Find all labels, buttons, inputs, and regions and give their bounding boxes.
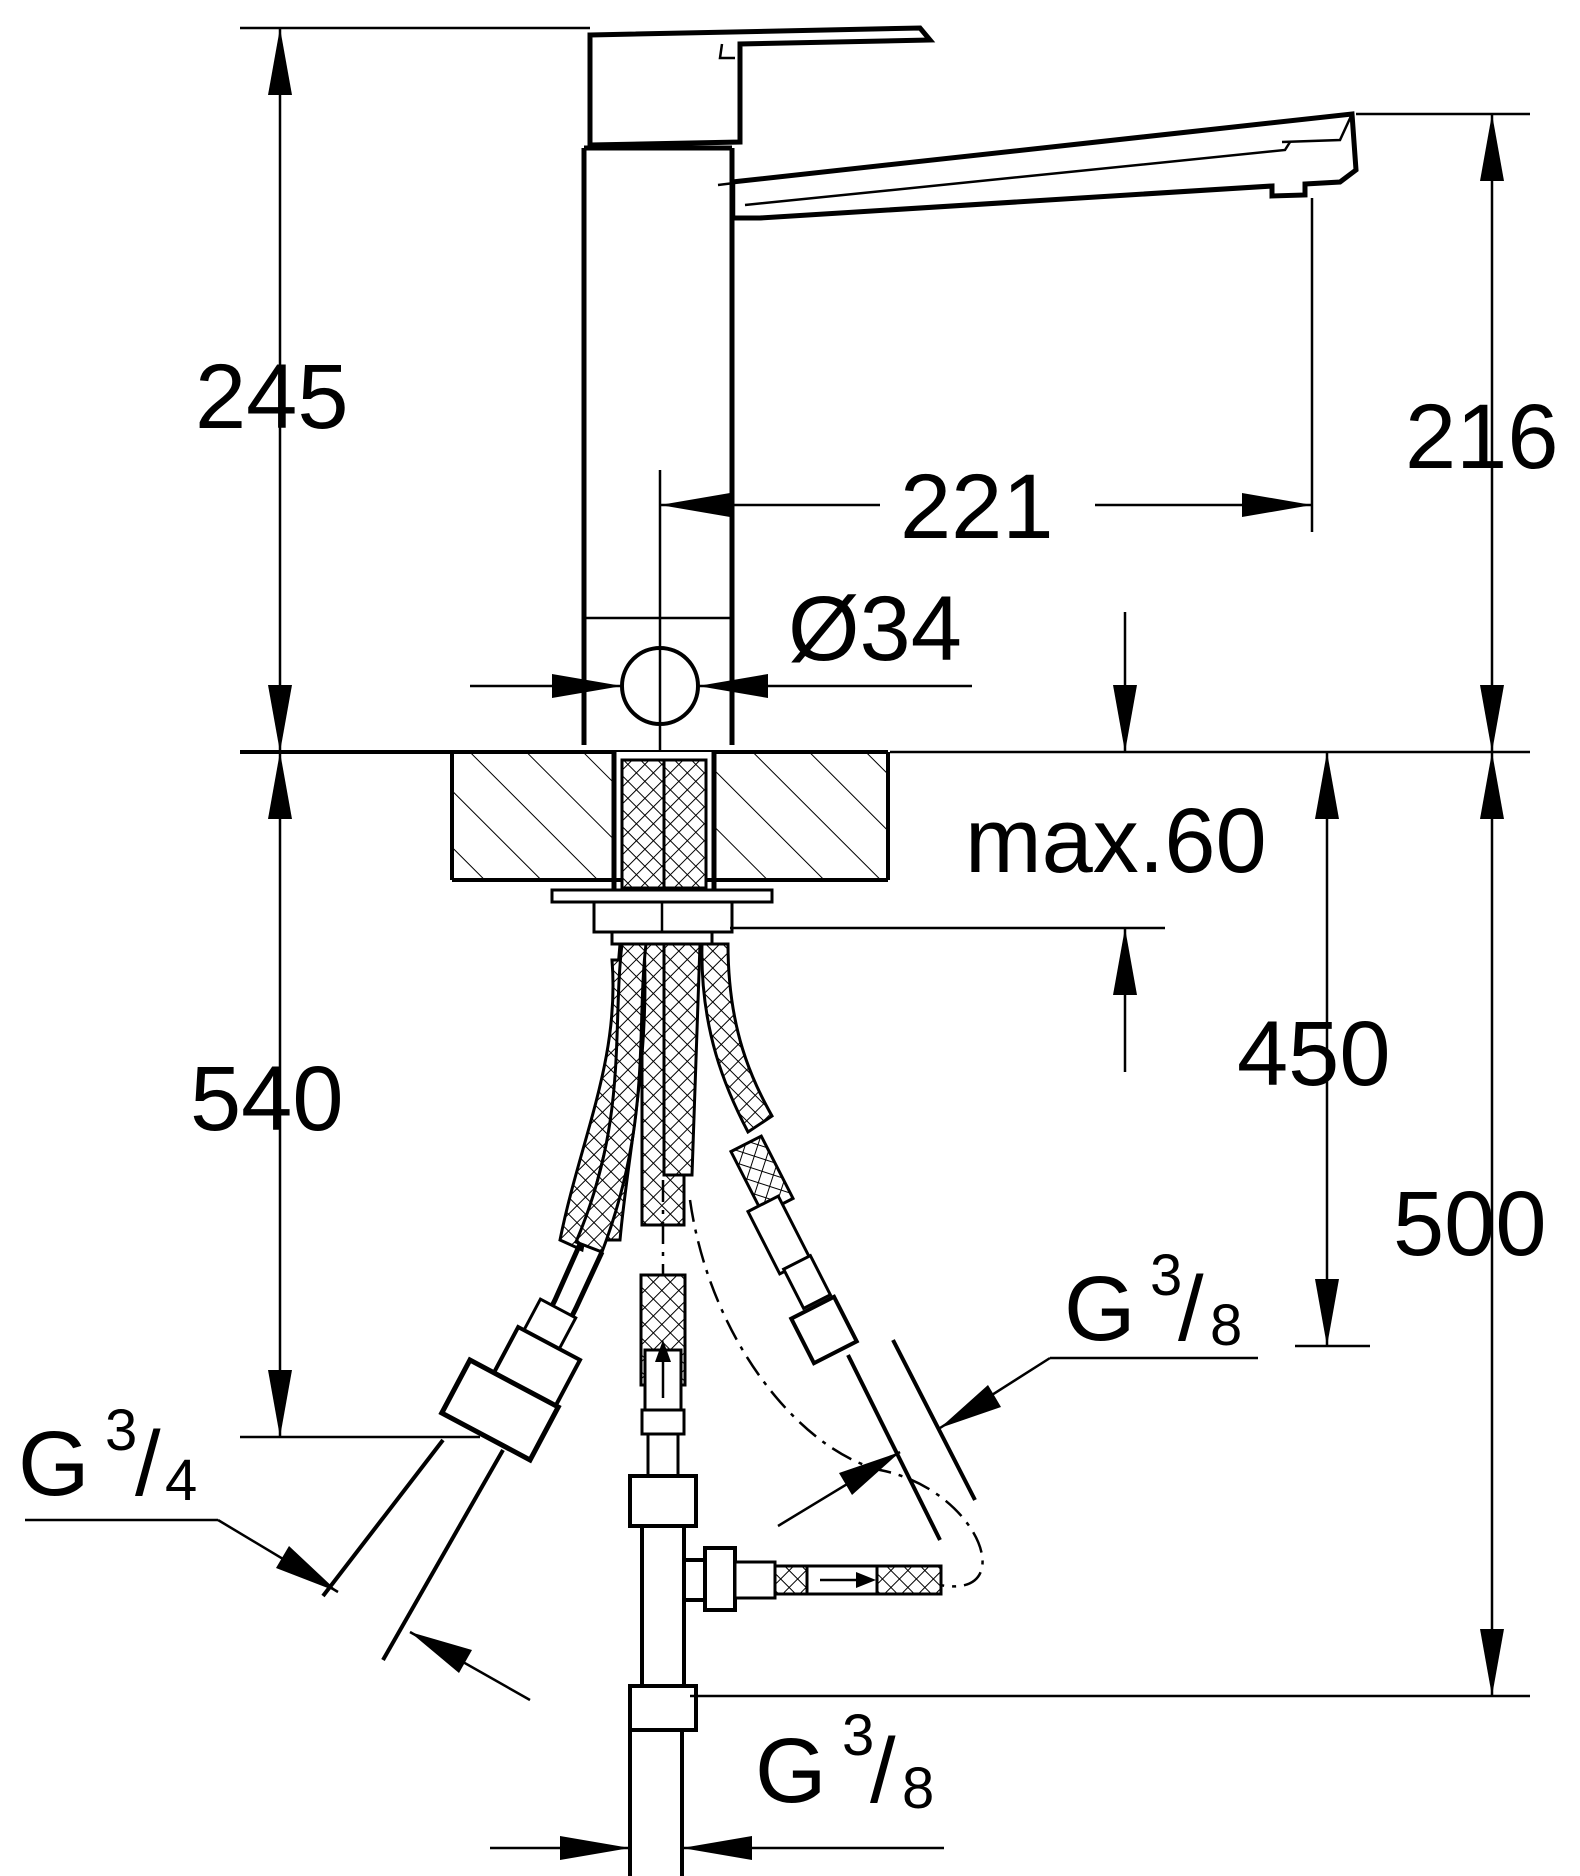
leader-g38-right (777, 1356, 1258, 1528)
label-g38-right: G 3 / 8 (1064, 1243, 1242, 1360)
dim-max60 (730, 612, 1165, 1072)
dim-diameter-label: Ø34 (788, 578, 962, 680)
dim-245-label: 245 (195, 346, 349, 448)
dim-500-label: 500 (1393, 1173, 1547, 1275)
leader-g34 (25, 1518, 531, 1702)
label-g38-bottom: G 3 / 8 (755, 1703, 934, 1822)
dim-245 (240, 26, 590, 752)
g38r-num: 3 (1150, 1243, 1182, 1308)
dim-221 (658, 198, 1314, 752)
dim-221-label: 221 (900, 456, 1054, 558)
dim-216-label: 216 (1405, 386, 1559, 488)
g38r-base: G (1064, 1258, 1136, 1360)
g34-sep: / (135, 1413, 161, 1515)
g34-den: 4 (165, 1448, 197, 1513)
g38b-base: G (755, 1720, 827, 1822)
leader-g38-bottom (490, 1836, 944, 1860)
g38r-sep: / (1178, 1258, 1204, 1360)
g38b-num: 3 (842, 1703, 874, 1768)
dim-450-label: 450 (1237, 1003, 1391, 1105)
fitting-center (628, 1180, 943, 1876)
g38b-sep: / (870, 1720, 896, 1822)
dim-diameter (470, 646, 972, 726)
g34-base: G (18, 1413, 90, 1515)
dim-540-label: 540 (190, 1048, 344, 1150)
hoses (558, 942, 774, 1254)
countertop (240, 750, 890, 946)
fitting-left (321, 1242, 605, 1661)
dim-500 (690, 750, 1530, 1698)
g34-num: 3 (105, 1398, 137, 1463)
dim-max60-label: max.60 (965, 790, 1267, 892)
faucet-body (581, 25, 1359, 745)
fitting-right (688, 1134, 984, 1588)
label-g34: G 3 / 4 (18, 1398, 197, 1515)
dim-216 (1356, 112, 1530, 752)
g38b-den: 8 (902, 1756, 934, 1821)
dim-450 (1295, 752, 1370, 1348)
g38r-den: 8 (1210, 1293, 1242, 1358)
dim-540 (240, 752, 480, 1439)
